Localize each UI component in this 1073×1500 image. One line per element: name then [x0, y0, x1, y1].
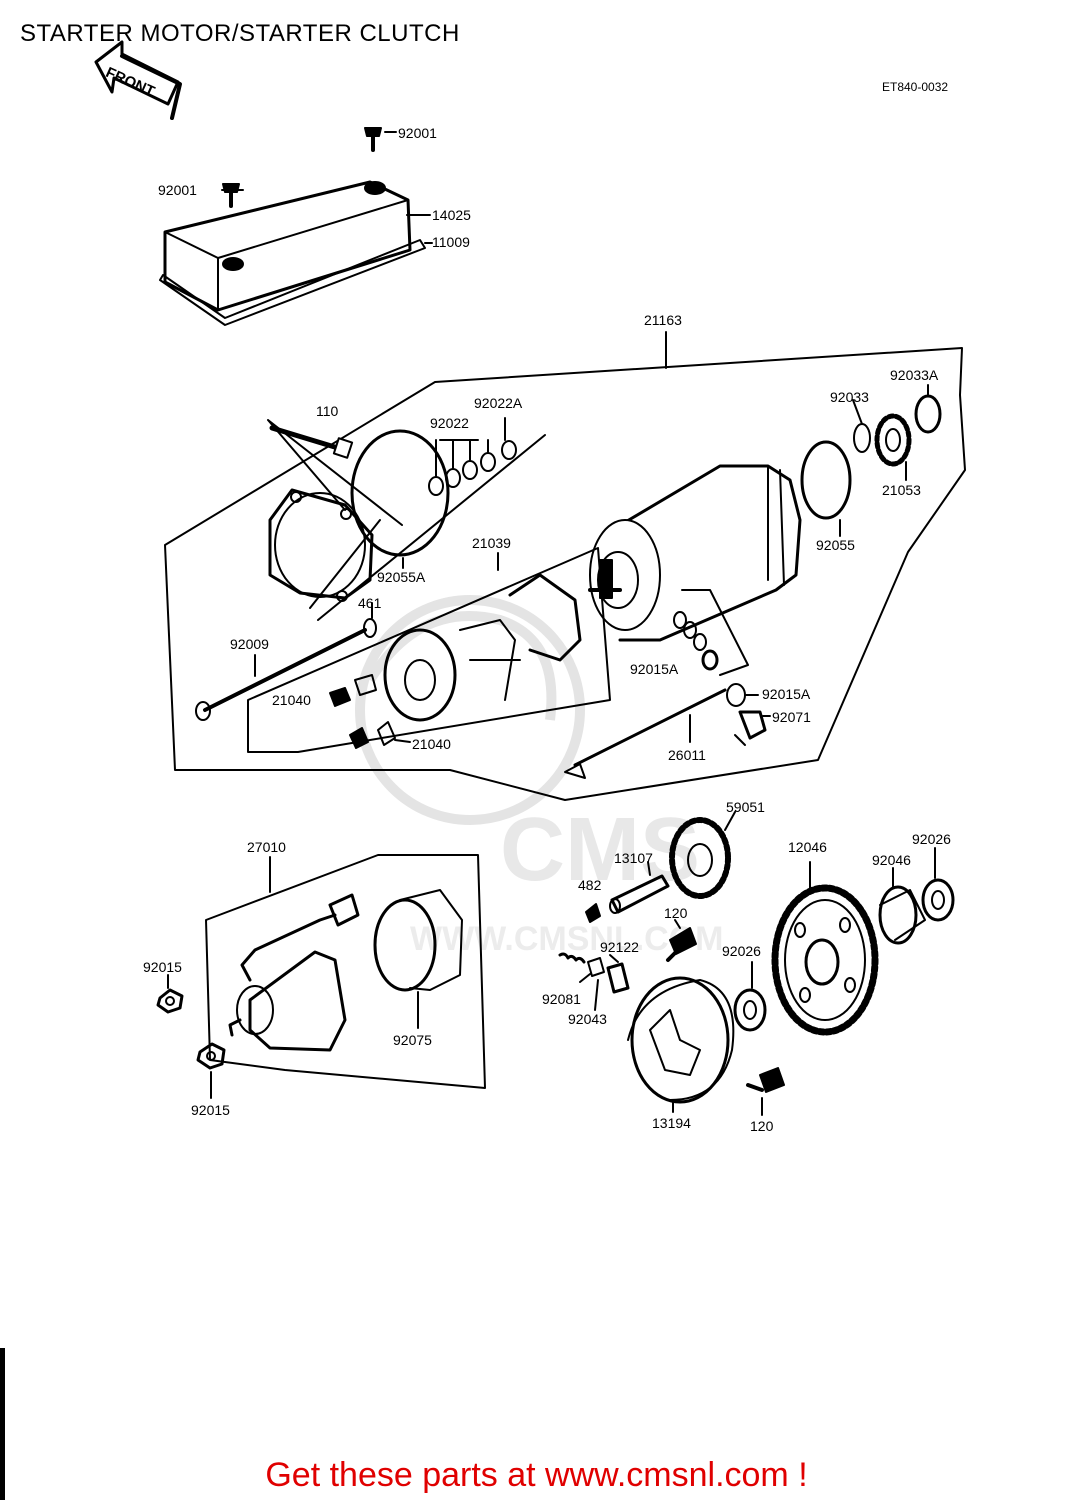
label-14025[interactable]: 14025 [432, 207, 471, 223]
bolt-icon-92001b [222, 183, 240, 208]
label-21039[interactable]: 21039 [472, 535, 511, 551]
label-21040a[interactable]: 21040 [272, 692, 311, 708]
cover-part-92075 [373, 889, 463, 992]
cover-part-14025 [163, 180, 412, 312]
label-26011[interactable]: 26011 [668, 747, 706, 763]
label-92046[interactable]: 92046 [872, 852, 911, 868]
label-92081[interactable]: 92081 [542, 991, 581, 1007]
label-92015a[interactable]: 92015 [143, 959, 182, 975]
spring-part-92081 [558, 952, 586, 964]
brush-holder-part-21039 [383, 573, 582, 722]
label-13194[interactable]: 13194 [652, 1115, 691, 1131]
nut-part-92015b [196, 1042, 226, 1070]
cable-part-26011 [564, 688, 727, 779]
label-92001a[interactable]: 92001 [398, 125, 437, 141]
label-92033[interactable]: 92033 [830, 389, 869, 405]
gasket-part-11009 [159, 239, 426, 326]
label-11009[interactable]: 11009 [432, 234, 470, 250]
label-120b[interactable]: 120 [750, 1118, 774, 1134]
circlip-part-92033A [914, 394, 942, 434]
gear-part-12046 [771, 884, 879, 1036]
label-92015A-b[interactable]: 92015A [762, 686, 811, 702]
label-92022[interactable]: 92022 [430, 415, 469, 431]
label-461[interactable]: 461 [358, 595, 382, 611]
roller-part-92122 [606, 962, 630, 994]
brush-part-21040b [349, 727, 369, 749]
label-59051[interactable]: 59051 [726, 799, 765, 815]
label-92015A-a[interactable]: 92015A [630, 661, 679, 677]
label-92022A[interactable]: 92022A [474, 395, 523, 411]
bolt-part-110 [267, 419, 403, 526]
bolt-part-92009 [195, 628, 367, 721]
label-92026b[interactable]: 92026 [722, 943, 761, 959]
label-120a[interactable]: 120 [664, 905, 688, 921]
washer-set-part-92015A [673, 589, 749, 707]
bearing-part-92046 [878, 885, 926, 945]
label-92001b[interactable]: 92001 [158, 182, 197, 198]
bolt-part-120b [746, 1067, 785, 1093]
front-arrow-icon [94, 40, 182, 120]
label-21163[interactable]: 21163 [644, 312, 682, 328]
starter-motor-part-27010 [228, 893, 360, 1052]
label-110[interactable]: 110 [316, 403, 339, 419]
label-27010[interactable]: 27010 [247, 839, 286, 855]
bolt-icon-92001a [364, 127, 382, 152]
washer-part-92026a [921, 878, 955, 922]
diagram-code: ET840-0032 [882, 80, 949, 94]
shaft-part-13107 [609, 874, 670, 914]
spring-part-21040 [354, 674, 377, 696]
label-13107[interactable]: 13107 [614, 850, 653, 866]
label-92009[interactable]: 92009 [230, 636, 269, 652]
label-92015b[interactable]: 92015 [191, 1102, 230, 1118]
footer-link[interactable]: Get these parts at www.cmsnl.com ! [265, 1456, 808, 1494]
plunger-part-92043 [587, 957, 605, 977]
label-92122[interactable]: 92122 [600, 939, 639, 955]
label-92055[interactable]: 92055 [816, 537, 855, 553]
page-title: STARTER MOTOR/STARTER CLUTCH [20, 20, 460, 47]
brush-part-21040a [329, 687, 351, 707]
end-housing-part [268, 488, 374, 602]
nut-part-92015a [156, 988, 184, 1014]
washer-set-part-92022 [428, 417, 517, 496]
label-92055A[interactable]: 92055A [377, 569, 426, 585]
label-21053[interactable]: 21053 [882, 482, 921, 498]
key-part-482 [585, 903, 601, 923]
label-92071[interactable]: 92071 [772, 709, 811, 725]
label-92075[interactable]: 92075 [393, 1032, 432, 1048]
label-92026a[interactable]: 92026 [912, 831, 951, 847]
label-92033A[interactable]: 92033A [890, 367, 939, 383]
sprocket-part-59051 [669, 817, 731, 899]
washer-part-92033 [853, 423, 871, 453]
left-edge-bar [0, 1348, 5, 1500]
washer-part-461 [363, 618, 377, 638]
o-ring-part-92055A [350, 429, 450, 557]
terminal-part-92071 [734, 710, 767, 746]
motor-yoke-part [588, 464, 802, 642]
o-ring-part-92055 [800, 440, 852, 520]
label-12046[interactable]: 12046 [788, 839, 827, 855]
label-92043[interactable]: 92043 [568, 1011, 607, 1027]
label-21040b[interactable]: 21040 [412, 736, 451, 752]
bolt-part-120a [666, 927, 697, 962]
washer-part-92026b [733, 988, 767, 1032]
label-482[interactable]: 482 [578, 877, 602, 893]
gear-part-21053 [874, 413, 912, 467]
clutch-part-13194 [627, 976, 735, 1104]
